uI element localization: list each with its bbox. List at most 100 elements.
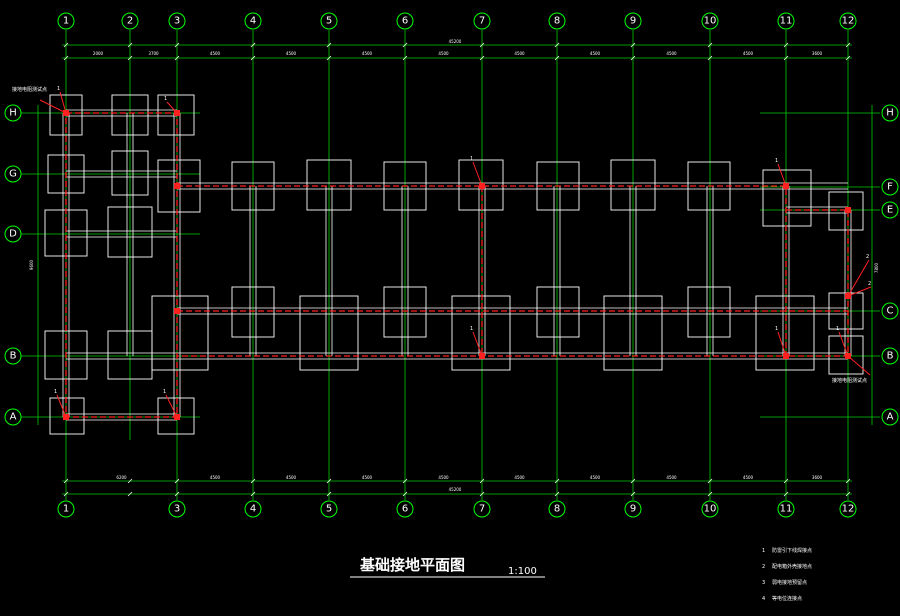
test-point-note-left: 接地电阻测试点	[12, 86, 47, 93]
axis-bubble-label: 7	[479, 504, 485, 515]
drawing-title: 基础接地平面图	[359, 556, 465, 574]
axis-bubble-bottom: 6	[396, 500, 414, 518]
axis-bubble-circle	[244, 500, 262, 518]
axis-bubble-circle	[881, 104, 899, 122]
axis-bubble-circle	[839, 500, 857, 518]
dimension-tick	[174, 42, 180, 48]
dimension-tick	[630, 491, 636, 497]
axis-bubble-circle	[4, 408, 22, 426]
axis-bubble-circle	[777, 500, 795, 518]
axis-bubble-circle	[701, 500, 719, 518]
axis-bubble-bottom: 10	[701, 500, 719, 518]
axis-bubble-circle	[473, 12, 491, 30]
foundation-pad	[49, 397, 85, 435]
axis-bubble-label: F	[887, 182, 893, 193]
foundation-pad	[157, 94, 195, 136]
axis-bubble-label: 10	[704, 16, 717, 27]
axis-bubble-top: 11	[777, 12, 795, 30]
axis-bubble-circle	[168, 12, 186, 30]
callout-number: 1	[470, 326, 473, 332]
dimension-tick	[63, 491, 69, 497]
callout-leader	[472, 331, 483, 357]
segment-dimension: 4500	[210, 51, 221, 56]
dimension-tick	[845, 42, 851, 48]
callout-number: 1	[164, 96, 167, 102]
dimension-tick	[783, 42, 789, 48]
axis-bubble-right: B	[881, 347, 899, 365]
dimension-tick	[630, 55, 636, 61]
legend-text-2: 配电箱外壳接地点	[772, 563, 812, 570]
foundation-pad	[610, 159, 656, 211]
callout-leader	[165, 394, 178, 418]
axis-bubble-label: 5	[326, 16, 332, 27]
axis-bubble-label: B	[887, 351, 894, 362]
foundation-pad	[687, 286, 731, 338]
axis-bubble-top: 5	[320, 12, 338, 30]
axis-bubble-circle	[701, 12, 719, 30]
axis-bubble-label: 11	[780, 504, 793, 515]
dimension-tick	[554, 42, 560, 48]
foundation-pad	[828, 191, 864, 231]
axis-bubble-circle	[244, 12, 262, 30]
foundation-pad	[383, 286, 427, 338]
callout-leader	[472, 161, 483, 187]
segment-dimension: 4500	[666, 51, 677, 56]
axis-bubble-circle	[881, 302, 899, 320]
axis-bubble-circle	[320, 12, 338, 30]
axis-bubble-bottom: 7	[473, 500, 491, 518]
axis-bubble-label: 4	[250, 16, 256, 27]
segment-dimension: 6200	[116, 475, 127, 480]
foundation-pad	[603, 295, 663, 371]
axis-bubble-label: D	[9, 229, 17, 240]
dimension-tick	[250, 42, 256, 48]
axis-bubble-label: 3	[174, 504, 180, 515]
dimension-tick	[127, 478, 133, 484]
legend-text-4: 等电位连接点	[772, 595, 802, 602]
axis-bubble-circle	[4, 165, 22, 183]
callout-leader	[166, 101, 178, 114]
foundation-pad	[157, 397, 195, 435]
axis-bubble-circle	[57, 500, 75, 518]
legend-num-3: 3	[762, 580, 765, 586]
dimension-tick	[63, 42, 69, 48]
axis-bubble-label: H	[9, 108, 17, 119]
axis-bubble-top: 1	[57, 12, 75, 30]
foundation-pad	[49, 94, 83, 136]
axis-bubble-left: A	[4, 408, 22, 426]
axis-bubble-circle	[881, 347, 899, 365]
axis-bubble-label: 5	[326, 504, 332, 515]
overall-dimension-top: 45200	[449, 39, 462, 44]
axis-bubble-circle	[548, 500, 566, 518]
callout-leader	[847, 259, 870, 297]
axis-bubble-top: 7	[473, 12, 491, 30]
axis-bubble-bottom: 9	[624, 500, 642, 518]
dimension-tick	[783, 478, 789, 484]
dimension-tick	[479, 478, 485, 484]
callout-leader	[838, 331, 849, 357]
segment-dimension: 4500	[438, 475, 449, 480]
earthing-point	[174, 183, 180, 189]
dimension-tick	[63, 478, 69, 484]
axis-bubble-circle	[473, 500, 491, 518]
axis-bubble-label: 3	[174, 16, 180, 27]
axis-bubble-label: 10	[704, 504, 717, 515]
foundation-pad	[306, 159, 352, 211]
axis-bubble-circle	[881, 408, 899, 426]
segment-dimension: 4500	[666, 475, 677, 480]
axis-bubble-label: H	[886, 108, 894, 119]
axis-bubble-left: D	[4, 225, 22, 243]
callout-number: 1	[836, 326, 839, 332]
callout-leader	[777, 331, 787, 357]
dimension-tick	[783, 55, 789, 61]
callout-leader	[777, 163, 787, 187]
axis-bubble-right: F	[881, 178, 899, 196]
ground-beams	[62, 109, 852, 421]
dimension-tick	[630, 42, 636, 48]
grid-lines	[20, 30, 880, 500]
legend-text-3: 弱电接地预留点	[772, 579, 807, 586]
left-side-dimension: 9600	[29, 259, 34, 270]
